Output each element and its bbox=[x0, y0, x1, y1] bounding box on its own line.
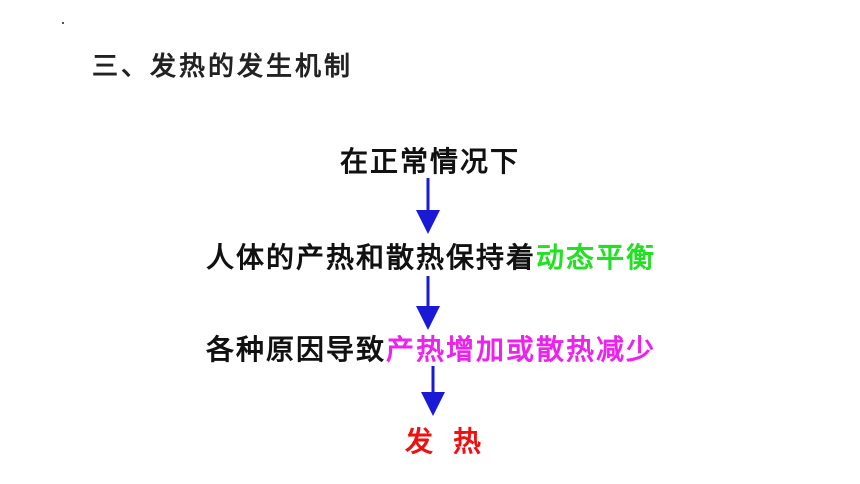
flow-step-2-highlight: 动态平衡 bbox=[536, 241, 657, 274]
flow-step-2-text: 人体的产热和散热保持着 bbox=[206, 241, 537, 274]
flow-step-heat-balance: 人体的产热和散热保持着动态平衡 bbox=[206, 236, 656, 276]
flow-step-normal-condition: 在正常情况下 bbox=[340, 140, 520, 180]
section-heading: 三、发热的发生机制 bbox=[92, 52, 354, 82]
flow-step-3-highlight: 产热增加或散热减少 bbox=[386, 333, 657, 366]
flow-result: 发热 bbox=[405, 420, 501, 460]
flow-result-text: 发热 bbox=[405, 425, 502, 458]
flow-step-cause: 各种原因导致产热增加或散热减少 bbox=[206, 328, 656, 368]
flow-step-1-text: 在正常情况下 bbox=[340, 145, 521, 178]
flow-step-3-text: 各种原因导致 bbox=[206, 333, 387, 366]
decorative-dot bbox=[62, 22, 64, 24]
